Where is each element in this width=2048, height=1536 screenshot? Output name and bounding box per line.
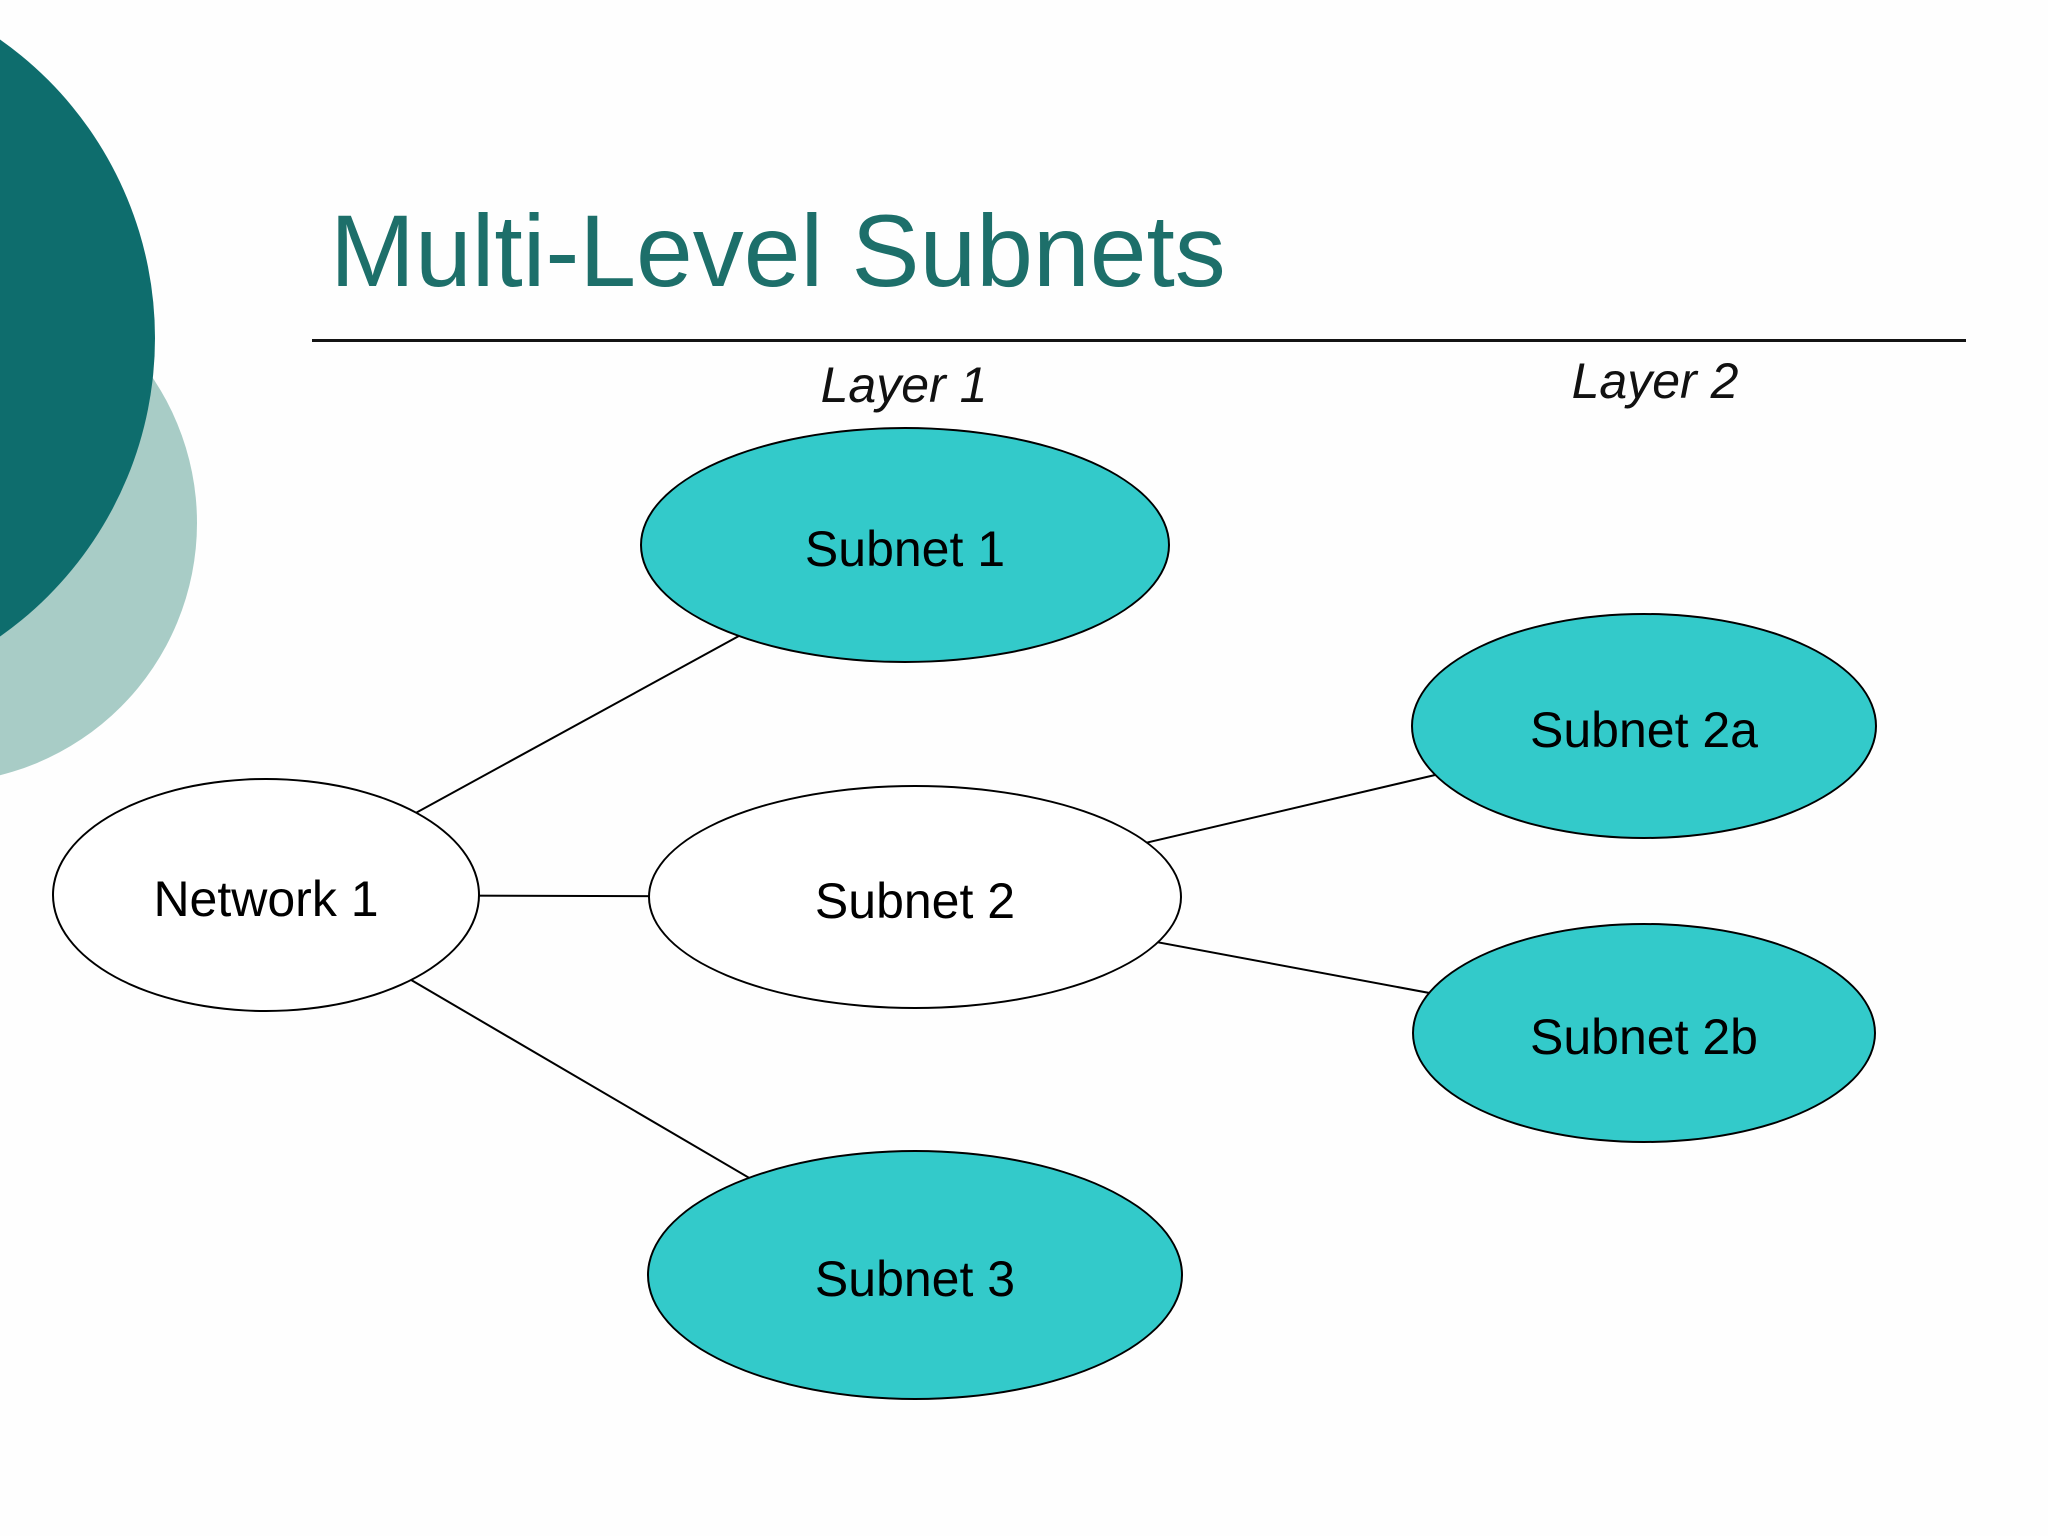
- node-subnet-2b: Subnet 2b: [1412, 923, 1876, 1143]
- node-subnet-2a: Subnet 2a: [1411, 613, 1877, 839]
- slide-title: Multi-Level Subnets: [330, 194, 1226, 308]
- node-network-1: Network 1: [52, 778, 480, 1012]
- node-subnet-2a-label: Subnet 2a: [1530, 702, 1758, 758]
- node-subnet-3: Subnet 3: [647, 1150, 1183, 1400]
- node-subnet-2b-label: Subnet 2b: [1530, 1009, 1758, 1065]
- node-subnet-2: Subnet 2: [648, 785, 1182, 1009]
- layer-2-label: Layer 2: [1571, 353, 1739, 409]
- node-subnet-2-label: Subnet 2: [814, 873, 1016, 929]
- layer-1-label: Layer 1: [820, 357, 988, 413]
- node-network-1-label: Network 1: [153, 871, 379, 927]
- node-subnet-3-label: Subnet 3: [814, 1251, 1016, 1307]
- title-underline: [312, 339, 1966, 342]
- node-subnet-1: Subnet 1: [640, 427, 1170, 663]
- node-subnet-1-label: Subnet 1: [804, 521, 1006, 577]
